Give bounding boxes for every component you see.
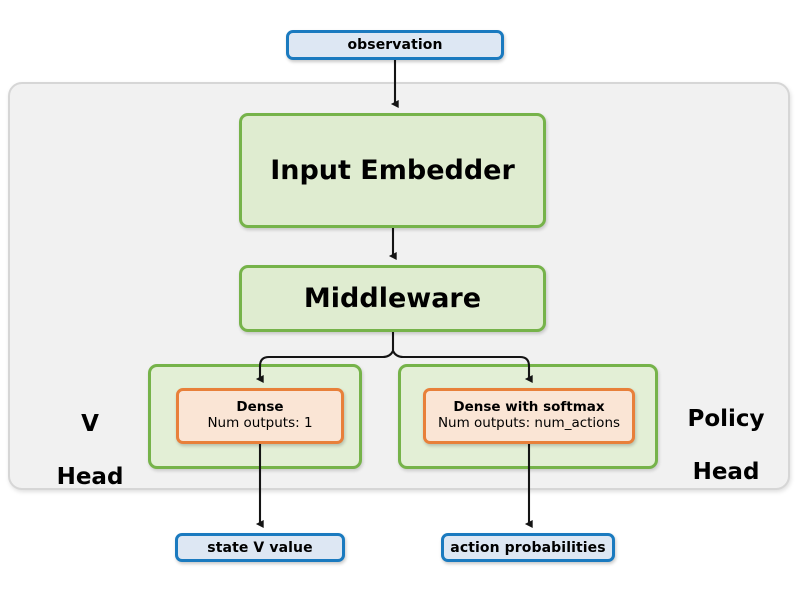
node-state-v-value[interactable]: state V value — [175, 533, 345, 562]
node-dense-with-softmax-subtitle: Num outputs: num_actions — [437, 415, 621, 431]
v-head-label: V Head — [38, 385, 142, 517]
node-dense-v-title: Dense — [236, 399, 284, 416]
node-dense-v[interactable]: Dense Num outputs: 1 — [176, 388, 344, 444]
node-action-probabilities[interactable]: action probabilities — [441, 533, 615, 562]
node-state-v-value-label: state V value — [207, 539, 313, 556]
policy-head-label: Policy Head — [664, 380, 788, 512]
node-input-embedder-label: Input Embedder — [270, 155, 515, 186]
node-middleware-label: Middleware — [303, 283, 482, 314]
node-input-embedder[interactable]: Input Embedder — [239, 113, 546, 228]
v-head-label-line2: Head — [56, 464, 124, 491]
policy-head-label-line2: Head — [692, 459, 760, 486]
v-head-label-line1: V — [81, 411, 99, 438]
node-observation-label: observation — [347, 37, 443, 53]
node-dense-v-subtitle: Num outputs: 1 — [207, 415, 313, 431]
policy-head-label-line1: Policy — [687, 406, 765, 433]
node-middleware[interactable]: Middleware — [239, 265, 546, 332]
node-dense-with-softmax-title: Dense with softmax — [453, 399, 605, 416]
node-action-probabilities-label: action probabilities — [450, 539, 606, 556]
node-dense-with-softmax[interactable]: Dense with softmax Num outputs: num_acti… — [423, 388, 635, 444]
node-observation[interactable]: observation — [286, 30, 504, 60]
